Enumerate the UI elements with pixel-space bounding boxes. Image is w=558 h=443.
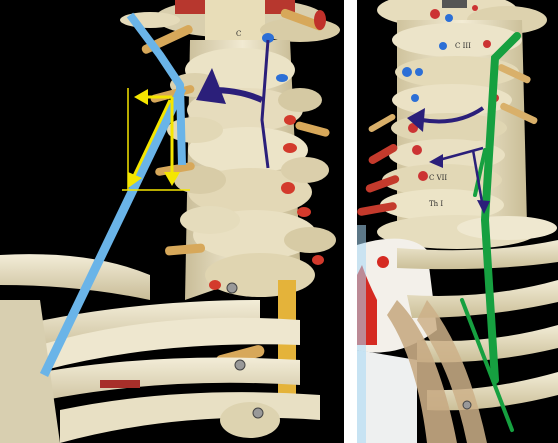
vertebra-label-c3: C III bbox=[455, 42, 471, 50]
right-photo-panel: C III C VII Th I bbox=[357, 0, 558, 443]
vertebra-label-th1: Th I bbox=[429, 200, 443, 208]
panel-divider bbox=[344, 0, 357, 443]
left-photo-illustration: C bbox=[0, 0, 344, 443]
blue-edge-strip bbox=[357, 225, 366, 443]
vertebra-label-c7: C VII bbox=[429, 174, 447, 182]
left-photo-panel: C bbox=[0, 0, 344, 443]
right-photo-illustration: C III C VII Th I bbox=[357, 0, 558, 443]
vertebra-label: C bbox=[236, 30, 241, 38]
